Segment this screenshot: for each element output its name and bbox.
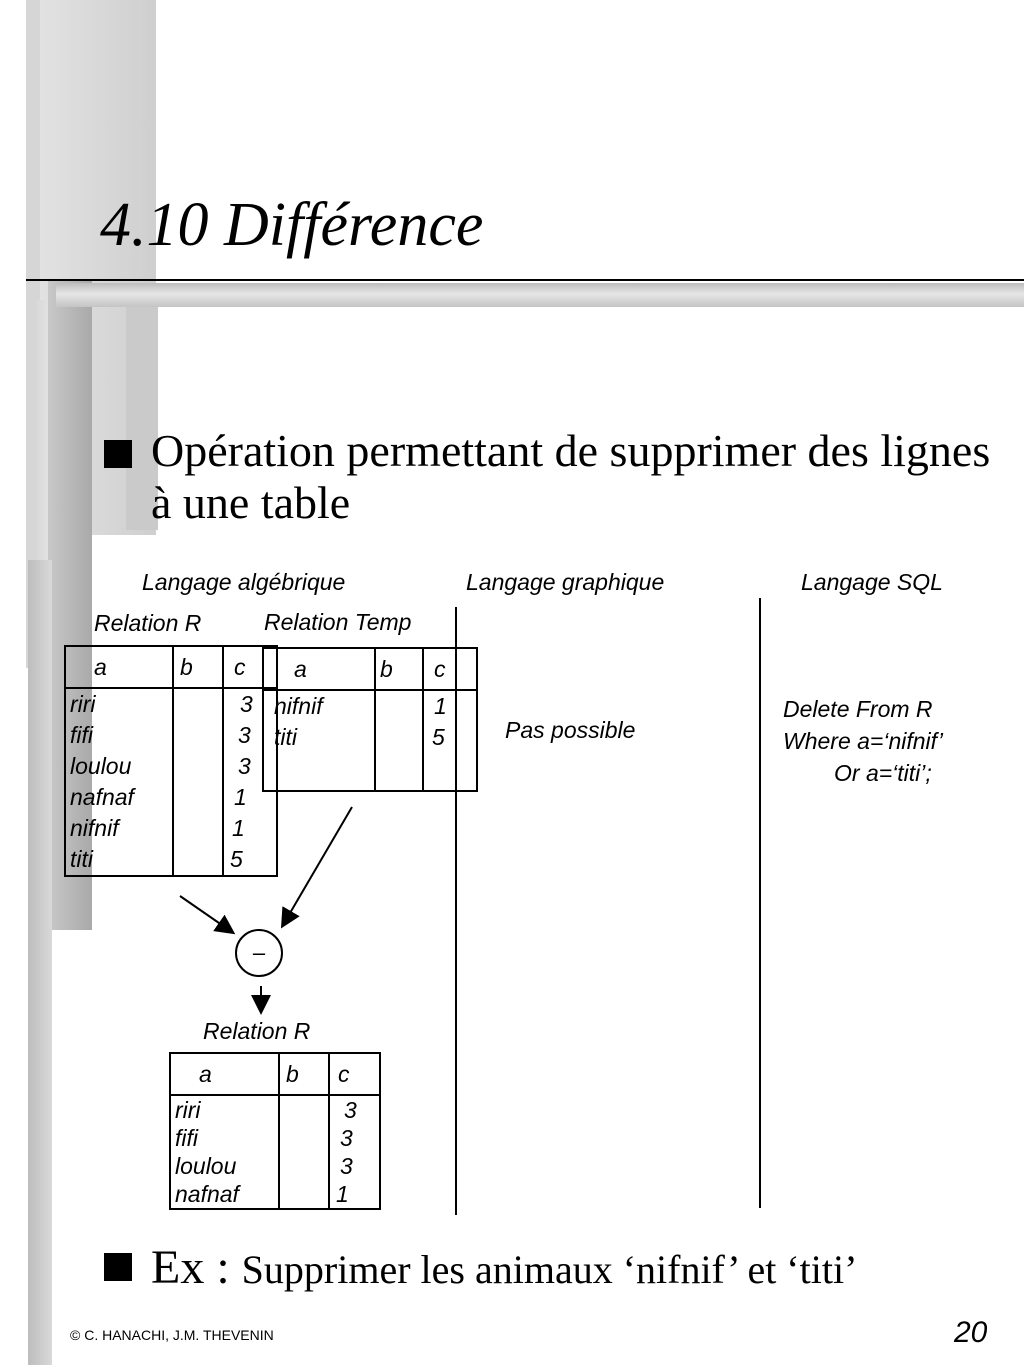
cell-b [172,813,224,844]
minus-icon: – [252,940,266,965]
result-relation-label: Relation R [203,1018,311,1044]
cell-c: 5 [422,722,478,791]
cell-c: 5 [222,844,278,876]
cell-c: 3 [328,1152,381,1180]
table-row: riri 3 [169,1095,381,1124]
header-sql: Langage SQL [801,569,943,595]
page-number: 20 [954,1316,988,1349]
table-row: fifi 3 [64,720,278,751]
bullet-square-icon [104,440,132,468]
column-header-b: b [172,646,224,689]
cell-b [278,1152,330,1180]
table-row: nafnaf 1 [64,782,278,813]
table-row: nifnif 1 [262,690,478,722]
column-header-a: a [169,1053,280,1096]
cell-a: nifnif [262,690,376,722]
cell-b [278,1124,330,1152]
decor-bar-5 [126,300,158,530]
bullet-definition: Opération permettant de supprimer des li… [151,425,991,528]
cell-b [374,690,424,722]
cell-a: loulou [64,751,174,782]
cell-b [172,751,224,782]
cell-b [278,1095,330,1124]
bullet-square-icon [104,1253,132,1281]
table-row: fifi 3 [169,1124,381,1152]
difference-operator: – [235,929,283,977]
column-header-b: b [278,1053,330,1096]
cell-c: 3 [328,1124,381,1152]
decor-bar-6 [28,560,52,1365]
bullet-example: Ex : Supprimer les animaux ‘nifnif’ et ‘… [151,1240,857,1295]
table-row: titi 5 [262,722,478,791]
sql-line-3: Or a=‘titi’; [834,760,932,786]
arrow-from-temp [280,806,353,929]
cell-a: nafnaf [169,1180,280,1209]
cell-c: 1 [222,813,278,844]
arrow-from-r [179,895,236,935]
column-header-a: a [64,646,174,689]
cell-b [172,688,224,720]
column-header-a: a [262,648,376,691]
table-row: nafnaf 1 [169,1180,381,1209]
title-band [56,283,1024,307]
table-row: riri 3 [64,688,278,720]
cell-b [374,722,424,791]
table-row: titi 5 [64,844,278,876]
header-algebraic: Langage algébrique [142,569,346,595]
graphical-language-note: Pas possible [505,717,636,743]
column-header-c: c [328,1053,381,1096]
table-header-row: a b c [169,1053,381,1096]
table-row: loulou 3 [169,1152,381,1180]
cell-c: 1 [222,782,278,813]
cell-a: riri [64,688,174,720]
cell-a: titi [262,722,376,791]
cell-a: titi [64,844,174,876]
result-relation-table: a b c riri 3 fifi 3 loulou 3 nafnaf 1 [169,1052,381,1210]
cell-a: loulou [169,1152,280,1180]
relation-temp-table: a b c nifnif 1 titi 5 [262,647,478,792]
cell-b [172,844,224,876]
cell-b [278,1180,330,1209]
cell-a: nafnaf [64,782,174,813]
cell-a: fifi [64,720,174,751]
column-header-b: b [374,648,424,691]
table-header-row: a b c [262,648,478,691]
cell-b [172,720,224,751]
slide-title: 4.10 Différence [100,191,484,259]
relation-temp-label: Relation Temp [264,609,412,635]
cell-a: nifnif [64,813,174,844]
footer-copyright: © C. HANACHI, J.M. THEVENIN [70,1327,274,1343]
relation-r-table: a b c riri 3 fifi 3 loulou 3 nafnaf 1 ni… [64,645,278,877]
column-divider-2 [759,598,761,1208]
example-text: Supprimer les animaux ‘nifnif’ et ‘titi’ [241,1247,858,1292]
cell-b [172,782,224,813]
cell-a: fifi [169,1124,280,1152]
example-prefix: Ex : [151,1241,242,1294]
cell-c: 1 [422,690,478,722]
column-header-c: c [422,648,478,691]
cell-c: 3 [328,1095,381,1124]
sql-line-2: Where a=‘nifnif’ [783,728,944,754]
header-graphical: Langage graphique [466,569,665,595]
title-rule [26,279,1024,281]
table-row: nifnif 1 [64,813,278,844]
column-divider-1 [455,607,457,1215]
cell-a: riri [169,1095,280,1124]
sql-line-1: Delete From R [783,696,933,722]
relation-r-label: Relation R [94,610,202,636]
table-row: loulou 3 [64,751,278,782]
cell-c: 1 [328,1180,381,1209]
